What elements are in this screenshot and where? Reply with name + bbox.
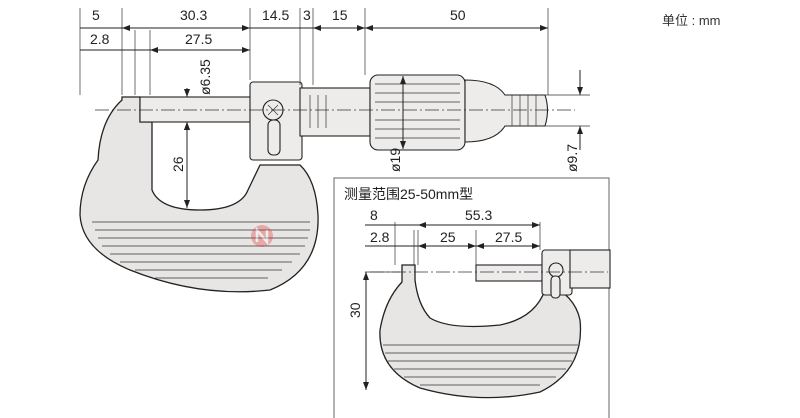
dim-5: 5 — [92, 7, 100, 23]
dim-throat-depth: 26 — [170, 156, 186, 172]
inset-dim-30: 30 — [347, 302, 363, 318]
dim-30-3: 30.3 — [180, 7, 207, 23]
inset-dim-25: 25 — [440, 229, 456, 245]
inset-title: 测量范围25-50mm型 — [344, 186, 473, 202]
dim-spindle-diameter: ø6.35 — [197, 59, 213, 95]
dim-50: 50 — [450, 7, 466, 23]
dim-thimble-diameter: ø19 — [387, 148, 403, 172]
inset-dim-8: 8 — [370, 207, 378, 223]
main-dimension-lines — [79, 8, 590, 208]
main-dimension-labels: 5 30.3 14.5 3 15 50 2.8 27.5 ø6.35 26 ø1… — [90, 7, 580, 172]
unit-label: 单位 : mm — [662, 13, 721, 28]
dim-15: 15 — [332, 7, 348, 23]
dim-3: 3 — [303, 7, 311, 23]
inset-dim-55-3: 55.3 — [465, 207, 492, 223]
inset-dim-2-8: 2.8 — [370, 229, 390, 245]
dim-27-5: 27.5 — [185, 31, 212, 47]
inset-panel: 测量范围25-50mm型 8 55.3 2.8 25 27.5 30 — [333, 177, 611, 418]
main-frame — [79, 74, 575, 293]
dim-2-8: 2.8 — [90, 31, 110, 47]
dim-ratchet-diameter: ø9.7 — [564, 144, 580, 172]
watermark-logo — [250, 222, 335, 252]
dim-14-5: 14.5 — [262, 7, 289, 23]
inset-dim-27-5: 27.5 — [495, 229, 522, 245]
